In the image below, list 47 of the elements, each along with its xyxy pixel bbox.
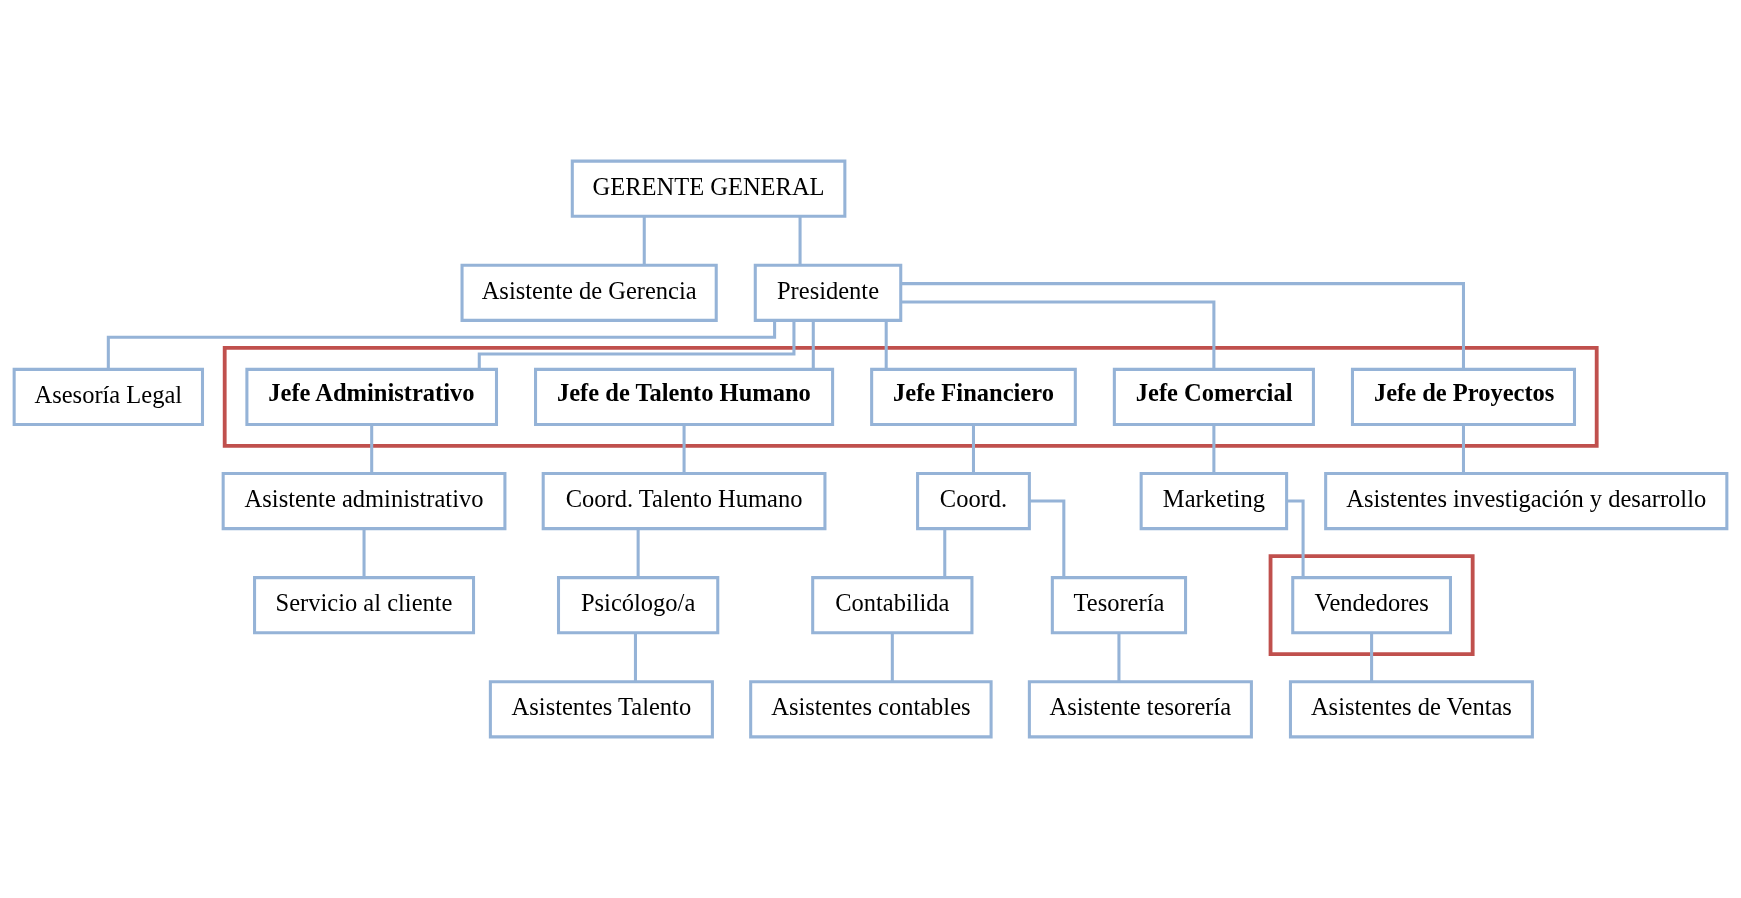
node-box: Asistente administrativo (221, 471, 507, 531)
connector (362, 528, 366, 578)
node-box: Contabilida (811, 576, 974, 635)
connector (682, 424, 686, 474)
node-box: Asistentes contables (749, 680, 993, 739)
connector (798, 216, 802, 265)
node-box: Asistentes Talento (488, 680, 714, 739)
node-box: Jefe Administrativo (245, 367, 498, 427)
connector (636, 528, 640, 578)
node-box: Tesorería (1050, 576, 1188, 635)
connector (1461, 424, 1465, 474)
node-box: Coord. (916, 471, 1031, 531)
node-box: Vendedores (1291, 576, 1452, 635)
connector (106, 320, 777, 370)
cluster (222, 346, 1599, 448)
connector (642, 216, 646, 265)
node-box: Presidente (753, 263, 903, 322)
node-box: Asistente de Gerencia (460, 263, 718, 322)
connector (370, 424, 374, 474)
connector (1117, 633, 1121, 682)
node-box: Servicio al cliente (253, 576, 476, 635)
connector (811, 320, 815, 369)
node-box: Asesoría Legal (12, 367, 204, 427)
node-box: Asistente tesorería (1027, 680, 1253, 739)
connector (901, 300, 1216, 369)
connector (971, 424, 975, 474)
connector (477, 320, 796, 370)
node-box: Coord. Talento Humano (541, 471, 827, 531)
node-box: Asistentes de Ventas (1288, 680, 1534, 739)
connector (890, 633, 894, 682)
node-box: Psicólogo/a (557, 576, 720, 635)
node-box: Marketing (1139, 471, 1289, 531)
connector (884, 320, 888, 369)
connector (943, 528, 947, 578)
connector (1286, 499, 1305, 578)
connector (900, 282, 1465, 369)
connector (1370, 633, 1374, 682)
node-box: Jefe Comercial (1112, 367, 1315, 427)
node-box: Asistentes investigación y desarrollo (1324, 471, 1729, 531)
connector (1212, 424, 1216, 474)
node-box: GERENTE GENERAL (570, 159, 847, 218)
connector (633, 633, 637, 682)
node-box: Jefe Financiero (870, 367, 1077, 427)
connector (1029, 499, 1066, 578)
cluster (1268, 554, 1475, 657)
node-box: Jefe de Proyectos (1350, 367, 1576, 427)
node-box: Jefe de Talento Humano (534, 367, 835, 427)
